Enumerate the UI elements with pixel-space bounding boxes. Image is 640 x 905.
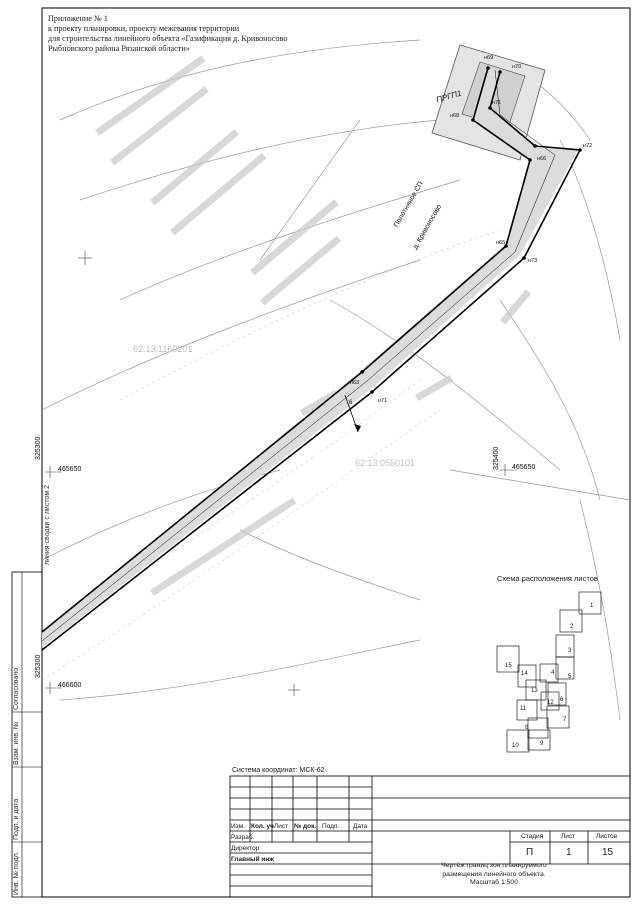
stamp-col-list: Лист (274, 823, 289, 830)
appendix-line-1: Приложение № 1 (48, 14, 108, 23)
schema-sheet-num: 14 (521, 671, 528, 677)
sign-date-label: Подп. и дата (13, 798, 20, 840)
appendix-line-4: Рыбновского района Рязанской области» (48, 44, 190, 53)
coord-right-x: 325400 (493, 446, 500, 470)
stamp-row-razrab: Разраб. (231, 834, 255, 841)
drawing-title-line-1: Чертёж границ зон планируемого (441, 862, 547, 869)
cadastral-1: 62:13:1160201 (133, 344, 193, 354)
coordinate-system: Система координат: МСК-62 (232, 767, 325, 774)
point-label: н63 (350, 380, 360, 386)
stamp-row-director: Директор (231, 845, 260, 852)
stamp-stage: П (526, 847, 534, 858)
stamp-sheets: 15 (602, 847, 614, 858)
schema-sheet-num: 6 (560, 697, 564, 703)
coord-left-top-x: 325300 (35, 436, 42, 460)
schema-sheet-num: 10 (512, 743, 519, 749)
schema-sheet-num: 1 (590, 603, 594, 609)
background-map (41, 39, 631, 721)
coord-left-top-y: 465650 (58, 466, 82, 473)
outer-frame (41, 7, 631, 898)
schema-title: Схема расположения листов (497, 574, 598, 583)
schema-sheet-num: 15 (505, 663, 512, 669)
stamp-col-date: Дата (353, 823, 368, 830)
schema-sheet-num: 2 (570, 624, 574, 630)
schema-sheet-num: 12 (547, 700, 554, 706)
drawing-title-line-2: размещения линейного объекта. (442, 870, 546, 878)
stamp-col-kol: Кол. уч (251, 823, 274, 830)
schema-sheet-num: 8 (525, 725, 529, 731)
stamp-sheets-header: Листов (596, 833, 618, 840)
coord-left-bottom-x: 325300 (35, 654, 42, 678)
agreed-label: Согласовано (13, 667, 20, 710)
schema-sheet-num: 13 (531, 688, 538, 694)
appendix-header: Приложение № 1 к проекту планировки, про… (48, 14, 378, 54)
stamp-stage-header: Стадия (521, 833, 544, 840)
appendix-line-2: к проекту планировки, проекту межевания … (48, 24, 240, 33)
point-label: н66 (537, 156, 547, 162)
point-label: н71 (378, 398, 388, 404)
stamp-col-podp: Подп. (322, 823, 340, 830)
stamp-col-izm: Изм. (231, 823, 245, 830)
schema-sheet-num: 4 (551, 670, 555, 676)
appendix-line-3: для строительства линейного объекта «Газ… (48, 34, 288, 43)
stamp-grid (229, 775, 631, 898)
schema-sheet-num: 7 (563, 717, 567, 723)
point-label: н73 (528, 258, 538, 264)
sheet-schema (496, 591, 602, 753)
drawing-title: Чертёж границ зон планируемого размещени… (372, 862, 616, 888)
stamp-sheet: 1 (566, 847, 572, 858)
schema-sheet-num: 11 (520, 706, 527, 712)
junction-line-label: линия сводки с листом 2 (44, 485, 51, 565)
coord-right-y: 465650 (512, 464, 536, 471)
point-label: н70 (512, 64, 522, 70)
point-label: н72 (583, 143, 593, 149)
stamp-sheet-header: Лист (561, 833, 576, 840)
point-label: н65 (496, 240, 506, 246)
stamp-col-doc: № док. (294, 823, 317, 830)
inv-replace-label: Взам. инв. № (13, 721, 20, 765)
point-label: н71 (492, 100, 502, 106)
point-label: н69 (484, 55, 494, 61)
drawing-title-line-3: Масштаб 1:500 (470, 879, 518, 886)
schema-sheet-num: 9 (540, 741, 544, 747)
point-label: н68 (450, 113, 460, 119)
inv-original-label: Инв. № подл. (13, 851, 20, 895)
cadastral-2: 62:13:0560101 (355, 458, 416, 468)
schema-sheet-num: 3 (568, 648, 572, 654)
width-mark: 6 (349, 400, 353, 406)
stamp-row-chief: Главный инж (231, 856, 274, 863)
margin-stamp (11, 571, 43, 898)
schema-sheet-num: 5 (568, 674, 572, 680)
coord-left-bottom-y: 466600 (58, 682, 82, 689)
